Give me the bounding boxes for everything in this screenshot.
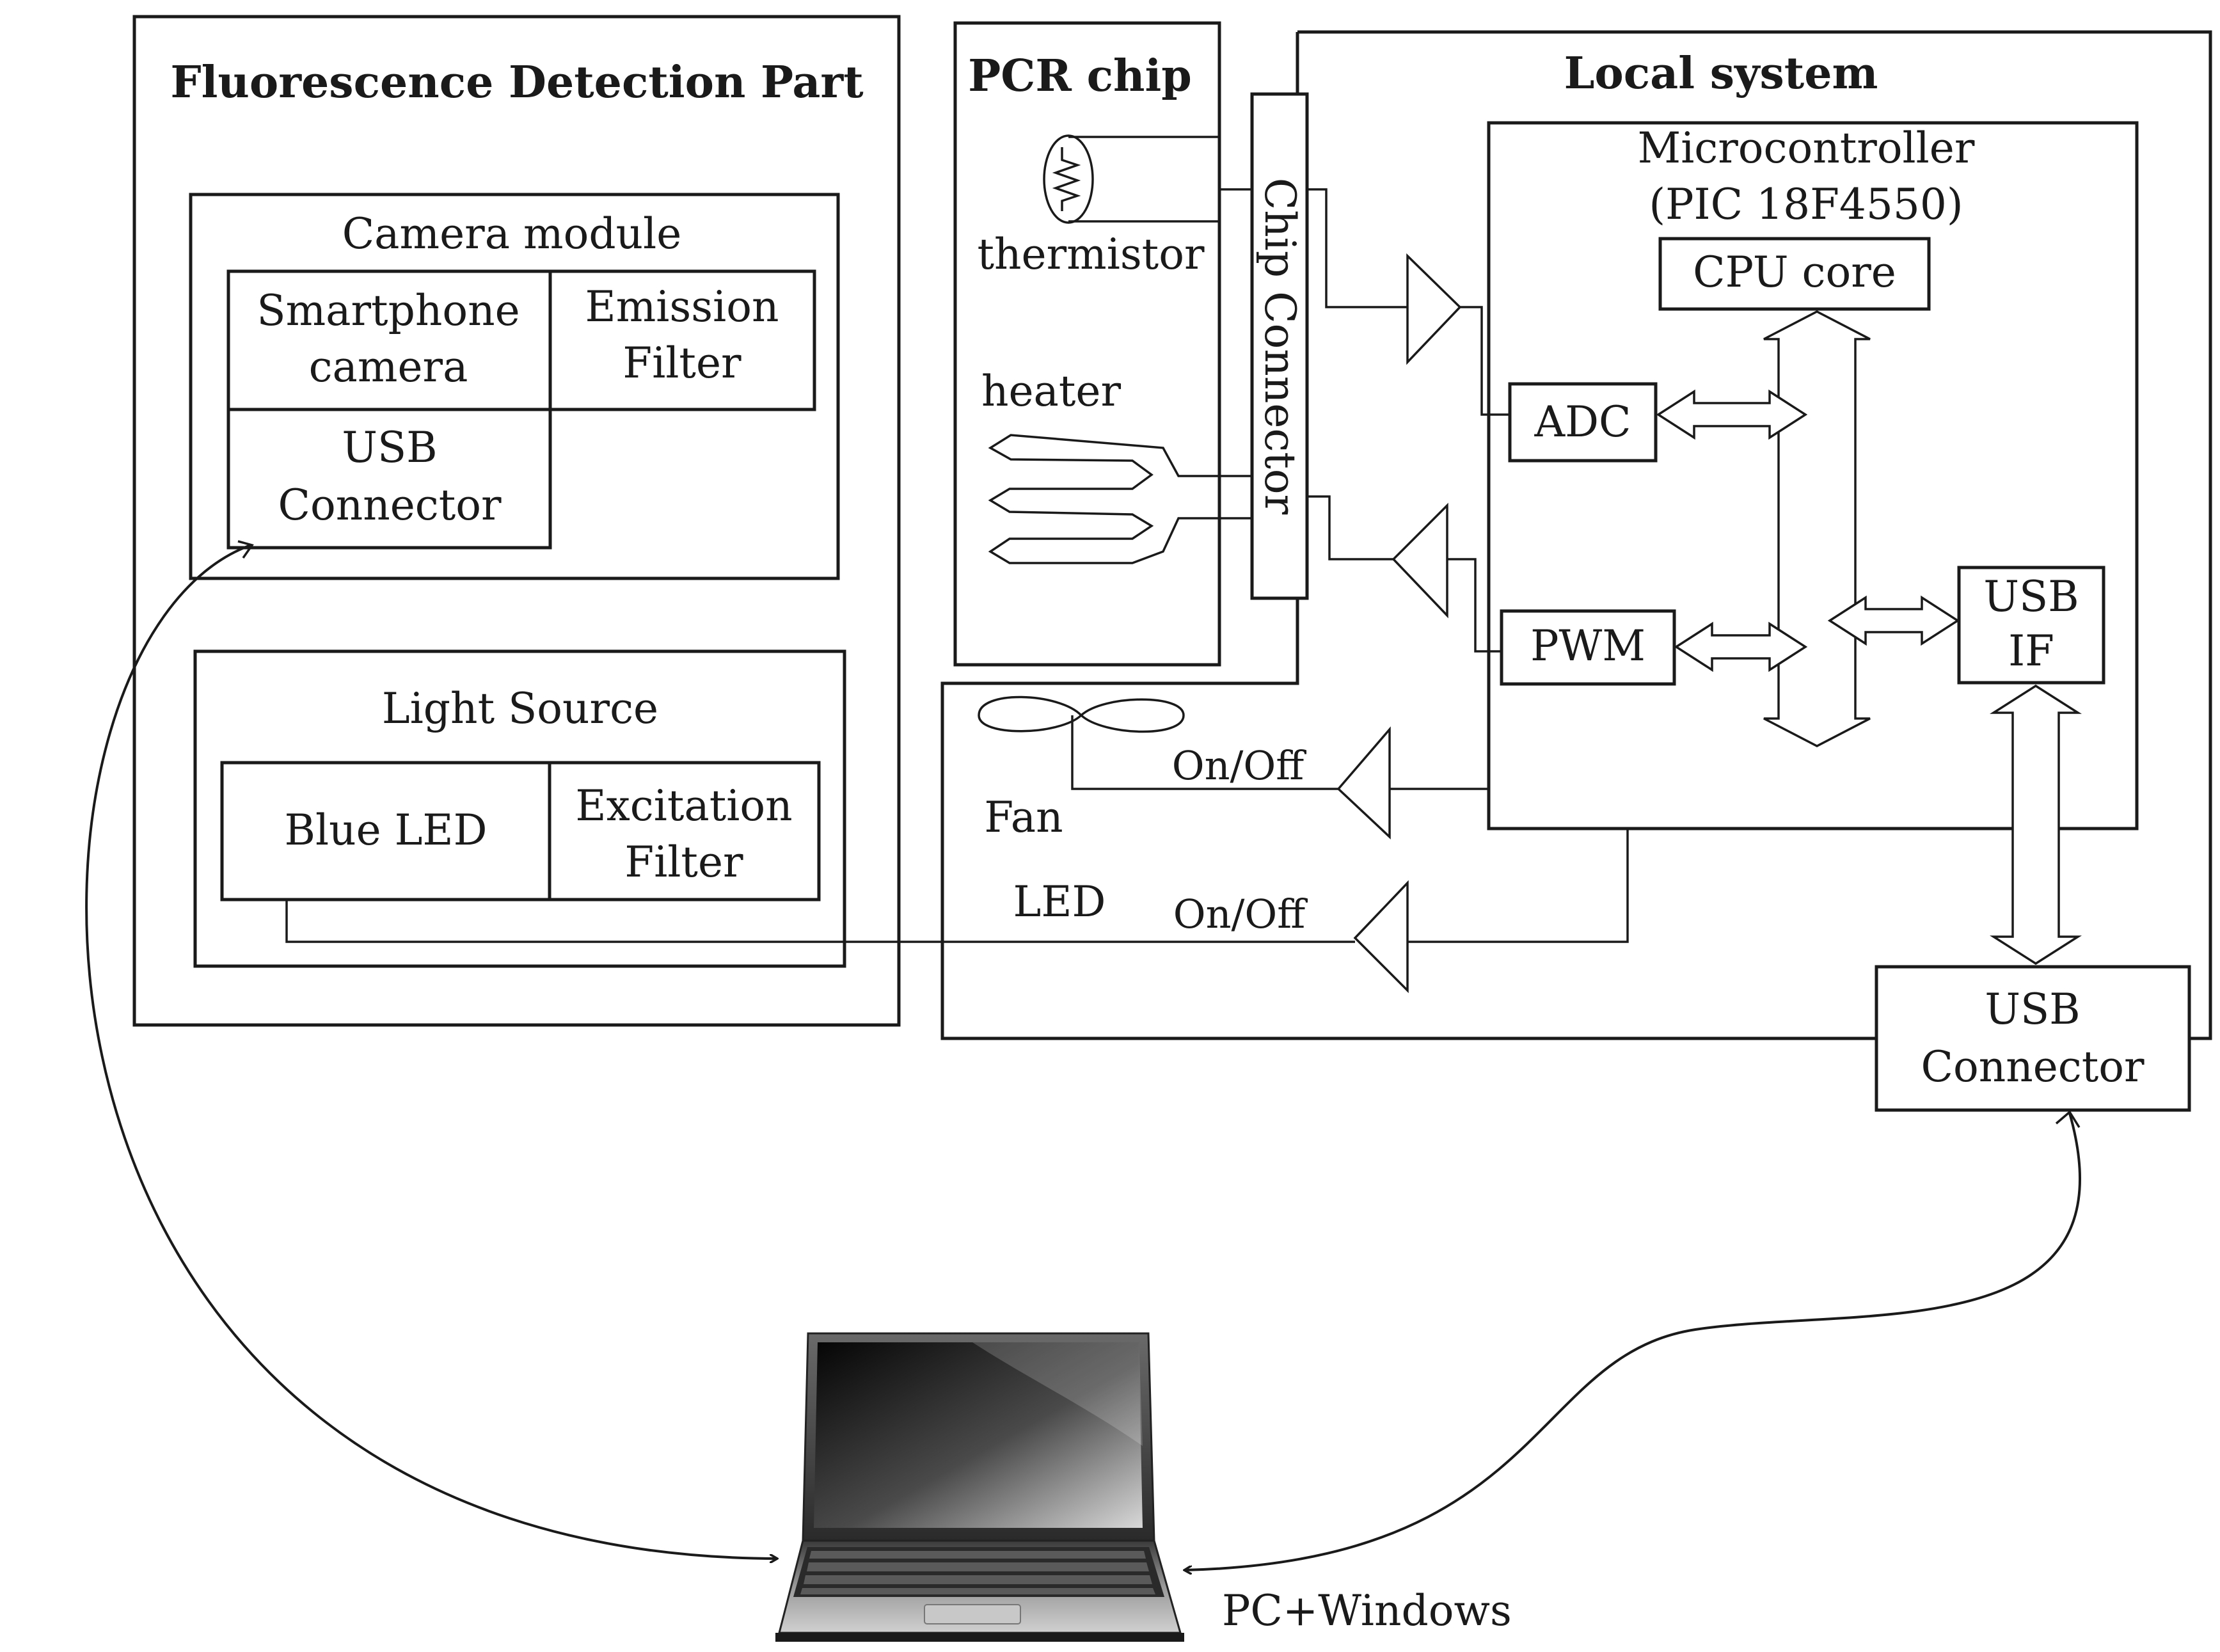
local-system-title: Local system [1564,48,1878,99]
pwm-box: PWM [1500,609,1676,686]
pcr-chip-title: PCR chip [968,51,1192,102]
fan-label: Fan [984,793,1063,842]
thermistor-icon [1043,134,1219,224]
usb-connector-to-pc-link [1185,1113,2081,1570]
microcontroller-line2: (PIC 18F4550) [1649,180,1963,229]
thermistor-signal-wire [1307,188,1407,308]
smartphone-camera-box: Smartphone camera [226,269,552,411]
led-driver-amplifier [1353,880,1409,994]
fan-on-off-label: On/Off [1172,742,1306,789]
adc-box: ADC [1508,382,1658,463]
chip-connector-label: Chip Connector [1255,178,1304,515]
fan-driver-amplifier [1336,726,1391,840]
adc-label: ADC [1534,397,1631,447]
fan-control-wire [1071,715,1338,790]
camera-usb-connector-box: USB Connector [226,408,552,550]
camera-usb-connector-line2: Connector [278,481,502,530]
excitation-filter-line2: Filter [624,838,743,887]
camera-module-label: Camera module [342,209,682,258]
adc-bus-arrow [1656,389,1808,440]
thermistor-label: thermistor [977,230,1204,279]
led-mcu-wire [1407,829,1629,943]
led-on-off-label: On/Off [1173,891,1308,937]
blue-led-box: Blue LED [220,761,551,901]
heater-drive-wire [1307,495,1393,560]
laptop-icon [775,1332,1184,1642]
local-usb-connector-box: USB Connector [1875,965,2191,1112]
camera-to-pc-link [85,544,777,1559]
usb-if-line2: IF [2008,626,2054,676]
smartphone-camera-line2: camera [309,342,468,392]
usb-connector-link-arrowhead [2055,1110,2081,1128]
heater-icon [988,434,1219,564]
pcr-chip: PCR chip thermistor heater [953,21,1221,667]
camera-module: Camera module Smartphone camera Emission… [189,193,840,580]
camera-usb-connector-line1: USB [342,423,437,472]
pwm-bus-arrow [1674,621,1808,672]
led-control-wire [285,900,1355,943]
adc-input-amplifier [1406,253,1462,365]
heater-driver-amplifier [1391,502,1448,619]
light-source: Light Source Blue LED Excitation Filter [193,649,846,968]
adc-input-wire [1460,306,1510,416]
emission-filter-box: Emission Filter [548,269,816,411]
fan-icon [978,695,1185,733]
blue-led-label: Blue LED [284,806,487,855]
pwm-output-wire [1447,558,1502,653]
pwm-label: PWM [1530,621,1645,671]
light-source-label: Light Source [382,684,658,733]
cpu-core-box: CPU core [1658,237,1931,311]
microcontroller-line1: Microcontroller [1638,123,1975,173]
chip-connector: Chip Connector [1219,92,1309,600]
emission-filter-line1: Emission [585,282,779,331]
smartphone-camera-line1: Smartphone [257,286,519,335]
local-usb-connector-line2: Connector [1921,1042,2145,1092]
usb-if-box: USB IF [1957,566,2105,685]
fluorescence-title: Fluorescence Detection Part [170,57,864,108]
excitation-filter-box: Excitation Filter [548,761,821,901]
heater-label: heater [981,367,1121,416]
pc-windows-label: PC+Windows [1222,1586,1512,1635]
local-usb-connector-line1: USB [1985,985,2080,1034]
emission-filter-line2: Filter [622,338,741,388]
led-label: LED [1013,877,1106,926]
excitation-filter-line1: Excitation [575,781,792,830]
internal-bus-arrow [1763,310,1871,747]
cpu-core-label: CPU core [1693,248,1896,297]
usb-if-line1: USB [1983,572,2079,621]
usb-if-connector-arrow [1989,684,2082,965]
usb-if-bus-arrow [1827,595,1960,646]
fluorescence-detection-part: Fluorescence Detection Part Camera modul… [132,15,901,1027]
camera-link-arrowhead [237,540,254,559]
microcontroller: Microcontroller (PIC 18F4550) CPU core A… [1487,121,2139,830]
